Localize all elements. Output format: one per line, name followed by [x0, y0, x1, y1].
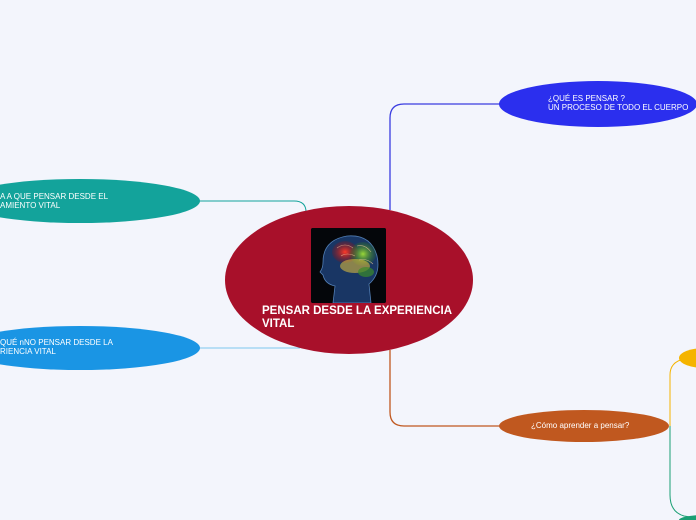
connector-pensar-desde [198, 200, 307, 213]
central-title: PENSAR DESDE LA EXPERIENCIA VITAL [262, 305, 452, 330]
connector-que-es-pensar [389, 103, 500, 210]
connector-yellow-node [669, 357, 696, 426]
topic-node-pensar-desde[interactable] [0, 179, 200, 223]
brain-image [311, 228, 386, 303]
topic-label-no-pensar: QUÉ nNO PENSAR DESDE LA RIENCIA VITAL [0, 338, 113, 357]
topic-node-como-aprender[interactable] [499, 410, 669, 442]
partial-node-teal[interactable] [679, 515, 696, 520]
topic-label-pensar-desde: A A QUE PENSAR DESDE EL AMIENTO VITAL [0, 192, 109, 211]
connector-como-aprender [389, 350, 500, 427]
partial-node-yellow[interactable] [679, 348, 696, 368]
topic-node-que-es-pensar[interactable] [499, 81, 696, 127]
topic-node-no-pensar[interactable] [0, 326, 200, 370]
topic-label-que-es-pensar: ¿QUÉ ES PENSAR ? UN PROCESO DE TODO EL C… [548, 94, 689, 113]
topic-label-como-aprender: ¿Cómo aprender a pensar? [531, 421, 630, 430]
connector-teal-node [669, 426, 696, 519]
